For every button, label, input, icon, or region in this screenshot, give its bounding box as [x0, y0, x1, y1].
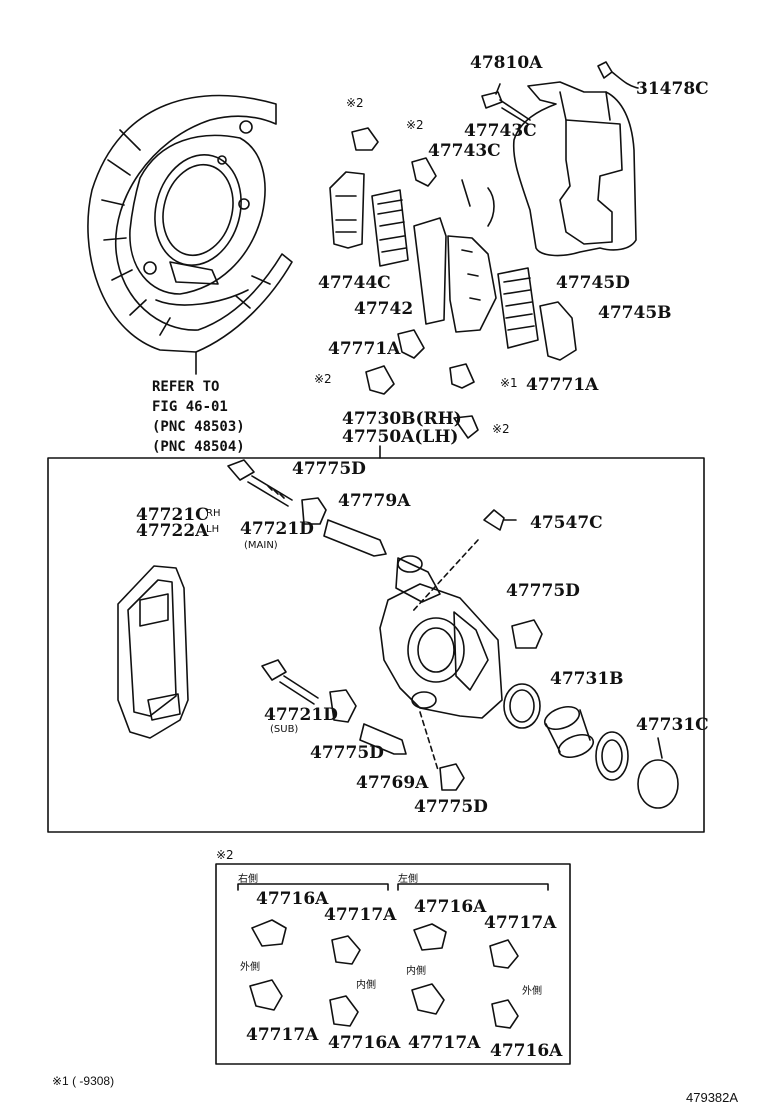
inset-right-side: 右側 — [238, 874, 258, 885]
mark-2-c: ※2 — [314, 372, 332, 386]
part-31478C: 31478C — [636, 79, 709, 99]
pad-inner — [413, 217, 447, 325]
lh-note: LH — [206, 524, 220, 535]
guide-bolt-sub — [261, 659, 319, 705]
bushing-sub — [329, 689, 357, 723]
part-47775D-c: 47775D — [310, 743, 384, 763]
dust-boot — [595, 731, 629, 781]
pad-outer — [447, 235, 497, 333]
inset-outer-a: 外側 — [240, 962, 260, 973]
inset-47717A-2: 47717A — [484, 913, 557, 933]
inset-47717A-3: 47717A — [246, 1025, 319, 1045]
piston-seal — [503, 683, 541, 729]
part-47769A: 47769A — [356, 773, 429, 793]
caliper-body — [379, 555, 503, 719]
sub-note: (SUB) — [270, 724, 299, 735]
part-47547C: 47547C — [530, 513, 603, 533]
part-47810A: 47810A — [470, 53, 543, 73]
part-47744C: 47744C — [318, 273, 391, 293]
part-47743C-a: 47743C — [464, 121, 537, 141]
pad-47745D — [497, 267, 539, 349]
dust-shield — [87, 94, 293, 353]
part-47775D-d: 47775D — [414, 797, 488, 817]
part-47730B: 47730B(RH) — [342, 409, 462, 429]
bleeder-31478C — [597, 61, 639, 89]
diagram-code: 479382A — [686, 1090, 739, 1105]
main-note: (MAIN) — [244, 540, 278, 551]
set-ring — [637, 759, 679, 809]
mounting-bracket — [117, 565, 189, 739]
part-47750A: 47750A(LH) — [342, 427, 459, 447]
part-47745D-top: 47745D — [556, 273, 630, 293]
inset-box — [215, 863, 571, 1065]
part-47731C: 47731C — [636, 715, 709, 735]
mark-2-d: ※2 — [492, 422, 510, 436]
mark-2-b: ※2 — [406, 118, 424, 132]
rear-caliper-top — [512, 81, 637, 257]
inset-inner-a: 内側 — [356, 980, 376, 991]
inset-47717A-1: 47717A — [324, 905, 397, 925]
inset-outer-b: 外側 — [522, 986, 542, 997]
guide-bolt-main — [227, 459, 293, 507]
inset-47717A-4: 47717A — [408, 1033, 481, 1053]
slide-pin — [323, 519, 387, 557]
mark-2-a: ※2 — [346, 96, 364, 110]
part-47771A-b: 47771A — [526, 375, 599, 395]
bolt-47810A — [481, 91, 531, 125]
part-47743C-b: 47743C — [428, 141, 501, 161]
part-47771A-a: 47771A — [328, 339, 401, 359]
piston — [543, 705, 595, 759]
inset-47716A-3: 47716A — [328, 1033, 401, 1053]
part-47721D-main: 47721D — [240, 519, 314, 539]
bushing-lower — [439, 763, 465, 791]
pin-47769A — [359, 723, 407, 755]
part-47722A: 47722A — [136, 521, 209, 541]
refer-note-line4: (PNC 48504) — [152, 439, 245, 455]
inset-47716A-4: 47716A — [490, 1041, 563, 1061]
part-47775D-b: 47775D — [506, 581, 580, 601]
part-47721C: 47721C — [136, 505, 209, 525]
part-47745B: 47745B — [598, 303, 672, 323]
refer-note-line1: REFER TO — [152, 379, 220, 395]
shim-47745B — [539, 301, 577, 361]
inset-47716A-2: 47716A — [414, 897, 487, 917]
pad-47742 — [371, 189, 409, 267]
inset-inner-b: 内側 — [406, 966, 426, 977]
inset-left-side: 左側 — [398, 874, 418, 885]
footnote: ※1 ( -9308) — [52, 1074, 115, 1088]
caliper-assembly-box — [47, 457, 705, 833]
shim-47744C — [329, 171, 365, 249]
part-47779A: 47779A — [338, 491, 411, 511]
part-47742: 47742 — [354, 299, 414, 319]
part-47775D-a: 47775D — [292, 459, 366, 479]
rh-note: RH — [206, 508, 221, 519]
refer-note-line2: FIG 46-01 — [152, 399, 228, 415]
inset-mark: ※2 — [216, 848, 234, 862]
part-47721D-sub: 47721D — [264, 705, 338, 725]
part-47731B: 47731B — [550, 669, 624, 689]
refer-note-line3: (PNC 48503) — [152, 419, 245, 435]
mark-1-a: ※1 — [500, 376, 518, 390]
bleeder-screw — [483, 509, 505, 531]
inset-47716A-1: 47716A — [256, 889, 329, 909]
